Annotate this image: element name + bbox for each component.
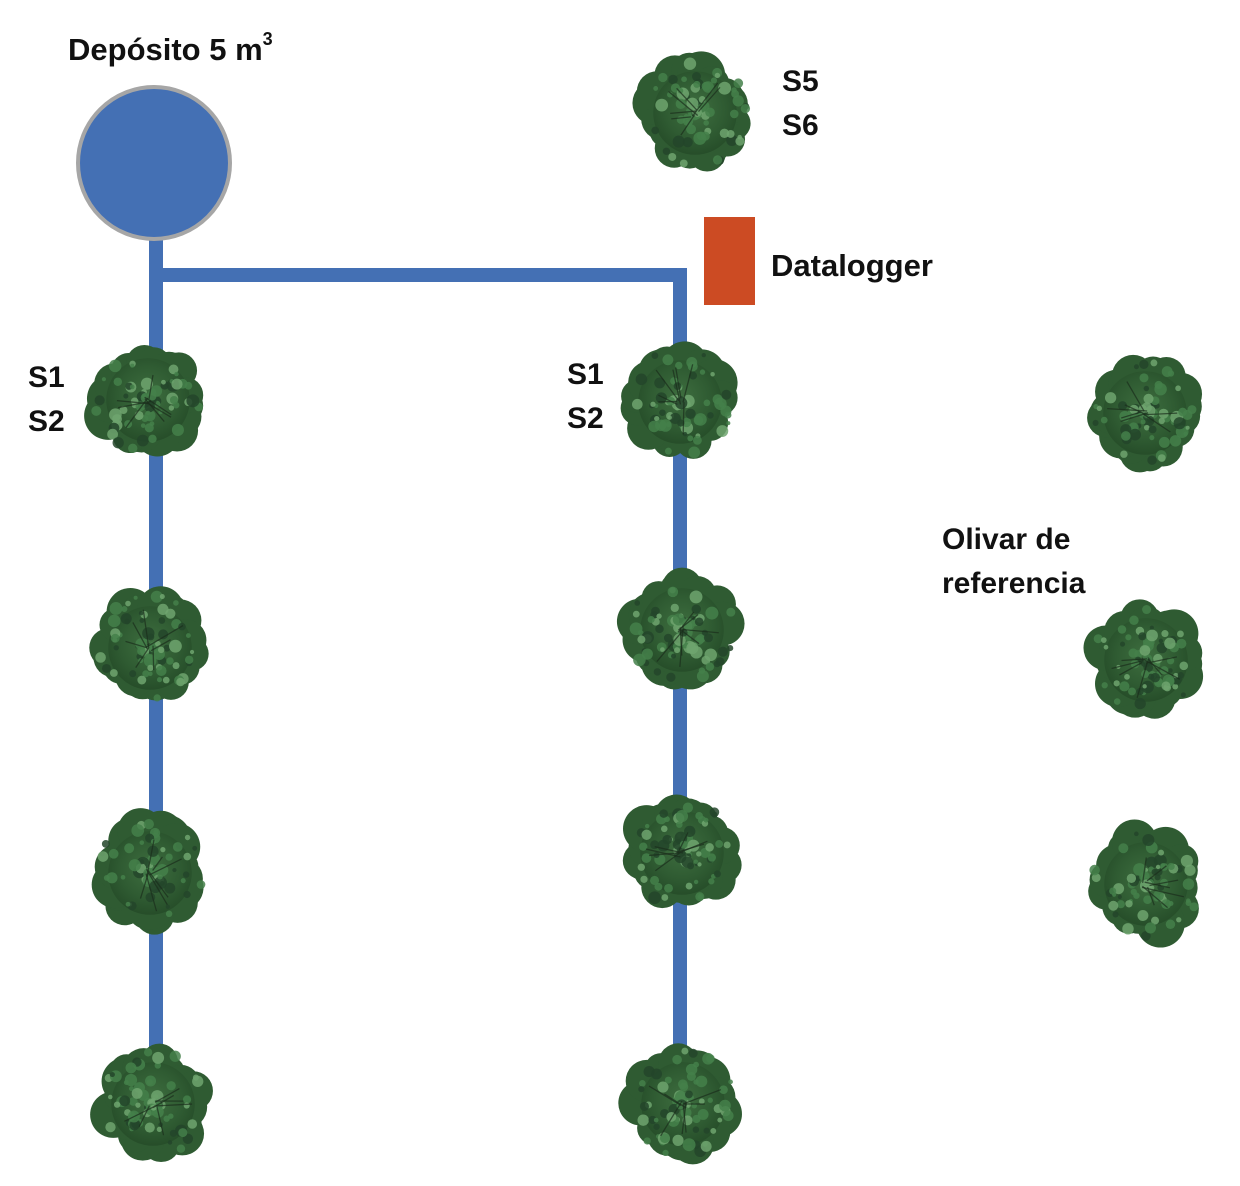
olive-tree (84, 345, 203, 457)
olive-tree (618, 1043, 742, 1164)
sensor-label: S2 (28, 400, 65, 444)
sensor-label: S2 (567, 397, 604, 441)
olive-tree (1088, 819, 1199, 947)
pipe-header-horizontal (149, 268, 687, 282)
sensor-label: S1 (567, 353, 604, 397)
sensor-labels-left-row: S1 S2 (28, 356, 65, 444)
tank-label-superscript: 3 (263, 29, 273, 49)
olive-tree (89, 586, 208, 701)
sensor-label: S5 (782, 60, 819, 104)
olive-tree (92, 808, 206, 934)
datalogger-label: Datalogger (771, 250, 933, 281)
sensor-labels-middle-row: S1 S2 (567, 353, 604, 441)
tank-label: Depósito 5 m3 (68, 34, 273, 65)
sensor-label: S6 (782, 104, 819, 148)
pipe-network (149, 238, 687, 1080)
sensor-labels-top-tree: S5 S6 (782, 60, 819, 148)
reference-label-line: Olivar de (942, 518, 1085, 562)
olive-tree (623, 795, 742, 909)
water-tank (78, 87, 230, 239)
sensor-label: S1 (28, 356, 65, 400)
olive-tree (617, 568, 745, 690)
reference-label-line: referencia (942, 562, 1085, 606)
datalogger-box (704, 217, 755, 305)
olive-tree (90, 1044, 213, 1162)
reference-olive-grove-label: Olivar de referencia (942, 518, 1085, 606)
olive-tree (632, 51, 750, 171)
olive-trees (84, 51, 1203, 1164)
olive-tree (621, 341, 738, 459)
olive-tree (1083, 599, 1203, 718)
olive-tree (1087, 355, 1202, 473)
